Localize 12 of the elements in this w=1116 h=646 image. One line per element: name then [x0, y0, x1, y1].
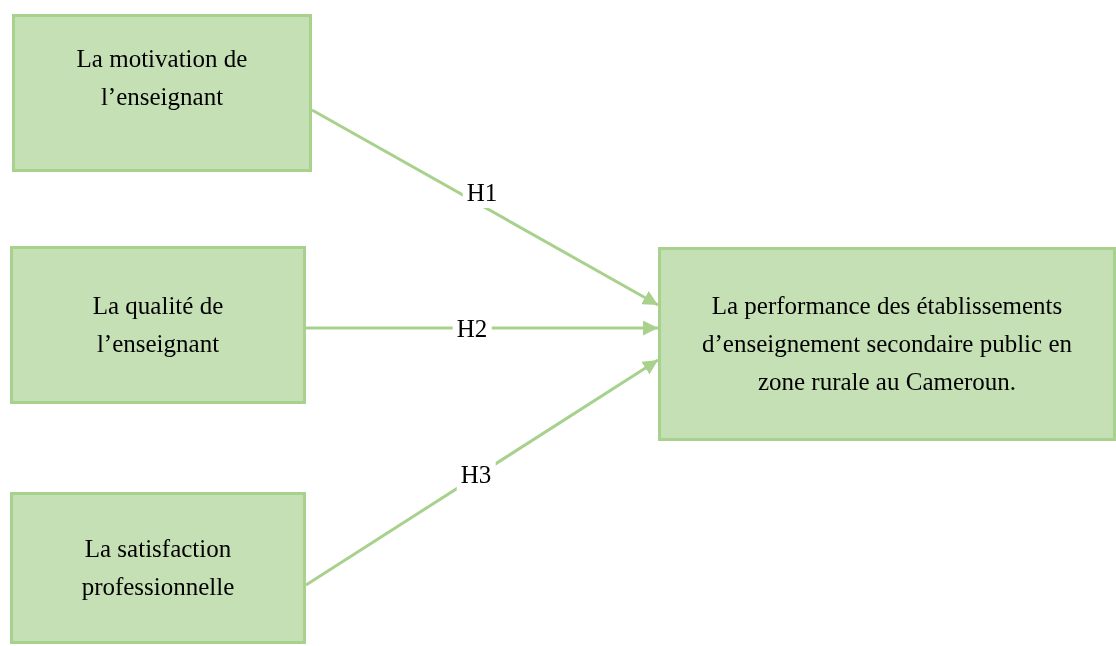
- concept-box: [10, 492, 306, 644]
- arrow: [305, 358, 659, 587]
- box-text: La satisfaction professionnelle: [80, 534, 236, 602]
- concept-box: [12, 14, 312, 172]
- concept-box: [10, 246, 306, 404]
- concept-box: [658, 247, 1116, 441]
- arrow: [306, 320, 658, 336]
- box-text: La performance des établissements d’enseignement secondaire public en zone rurale au Cameroun.: [701, 291, 1073, 397]
- edge-label: H3: [456, 460, 496, 490]
- box-text: La qualité de l’enseignant: [91, 291, 225, 359]
- box-text: La motivation de l’enseignant: [75, 44, 249, 112]
- arrow: [311, 108, 659, 307]
